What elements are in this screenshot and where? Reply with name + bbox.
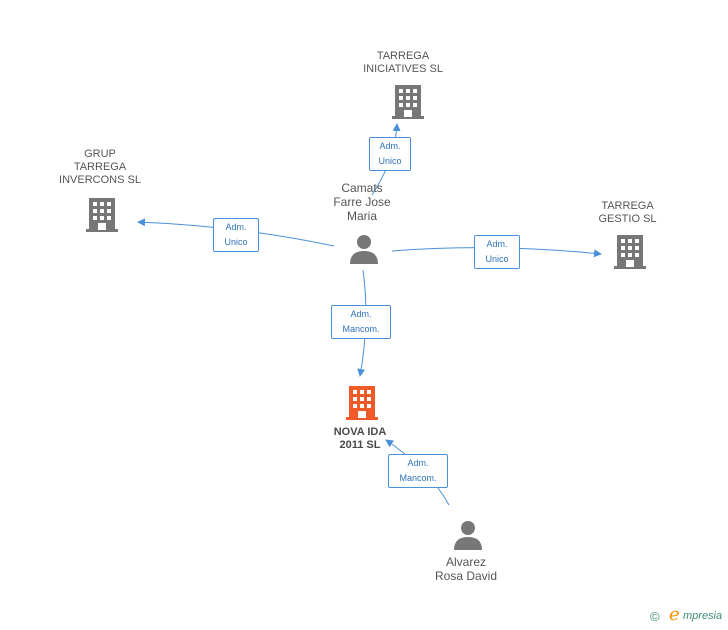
role-text: Unico xyxy=(485,254,509,264)
focus-building-icon[interactable] xyxy=(346,386,378,420)
edge-label-camats-grup: Adm. Unico xyxy=(213,218,259,252)
role-text: Unico xyxy=(224,237,248,247)
label-line: INVERCONS SL xyxy=(59,174,141,186)
company-label-tarrega-gestio[interactable]: TARREGA GESTIO SL xyxy=(570,200,685,226)
role-text: Mancom. xyxy=(342,324,380,334)
label-line: TARREGA xyxy=(376,50,430,62)
label-line: 2011 SL xyxy=(339,439,381,451)
label-line: GRUP xyxy=(84,148,116,160)
edge-label-camats-iniciatives: Adm. Unico xyxy=(369,137,411,171)
role-text: Adm. xyxy=(486,239,508,249)
person-label-camats[interactable]: Camats Farre Jose Maria xyxy=(312,181,412,223)
label-line: Maria xyxy=(346,209,377,223)
label-line: Camats xyxy=(341,181,383,195)
building-icon[interactable] xyxy=(614,235,646,269)
copyright-symbol: © xyxy=(650,609,660,624)
role-text: Unico xyxy=(378,156,402,166)
building-icon[interactable] xyxy=(86,198,118,232)
company-label-nova-ida[interactable]: NOVA IDA 2011 SL xyxy=(310,426,410,452)
role-text: Adm. xyxy=(350,309,372,319)
label-line: INICIATIVES SL xyxy=(363,63,443,75)
label-line: TARREGA xyxy=(73,161,127,173)
role-text: Adm. xyxy=(379,141,401,151)
person-icon[interactable] xyxy=(349,234,379,264)
brand-logo-text[interactable]: mpresia xyxy=(683,610,723,622)
person-label-alvarez[interactable]: Alvarez Rosa David xyxy=(416,555,516,583)
edge-label-alvarez-nova: Adm. Mancom. xyxy=(388,454,448,488)
company-label-tarrega-iniciatives[interactable]: TARREGA INICIATIVES SL xyxy=(344,50,462,76)
label-line: TARREGA xyxy=(601,200,654,212)
label-line: GESTIO SL xyxy=(598,213,657,225)
edge-label-camats-gestio: Adm. Unico xyxy=(474,235,520,269)
edge-label-camats-nova: Adm. Mancom. xyxy=(331,305,391,339)
label-line: Farre Jose xyxy=(333,195,391,209)
label-line: Rosa David xyxy=(434,569,498,583)
company-label-grup-tarrega[interactable]: GRUP TARREGA INVERCONS SL xyxy=(40,148,160,187)
role-text: Adm. xyxy=(407,458,429,468)
label-line: NOVA IDA xyxy=(333,426,387,438)
person-icon[interactable] xyxy=(453,520,483,550)
role-text: Adm. xyxy=(225,222,247,232)
brand-logo-initial: e xyxy=(669,604,680,625)
building-icon[interactable] xyxy=(392,85,424,119)
role-text: Mancom. xyxy=(399,473,437,483)
label-line: Alvarez xyxy=(445,555,486,569)
